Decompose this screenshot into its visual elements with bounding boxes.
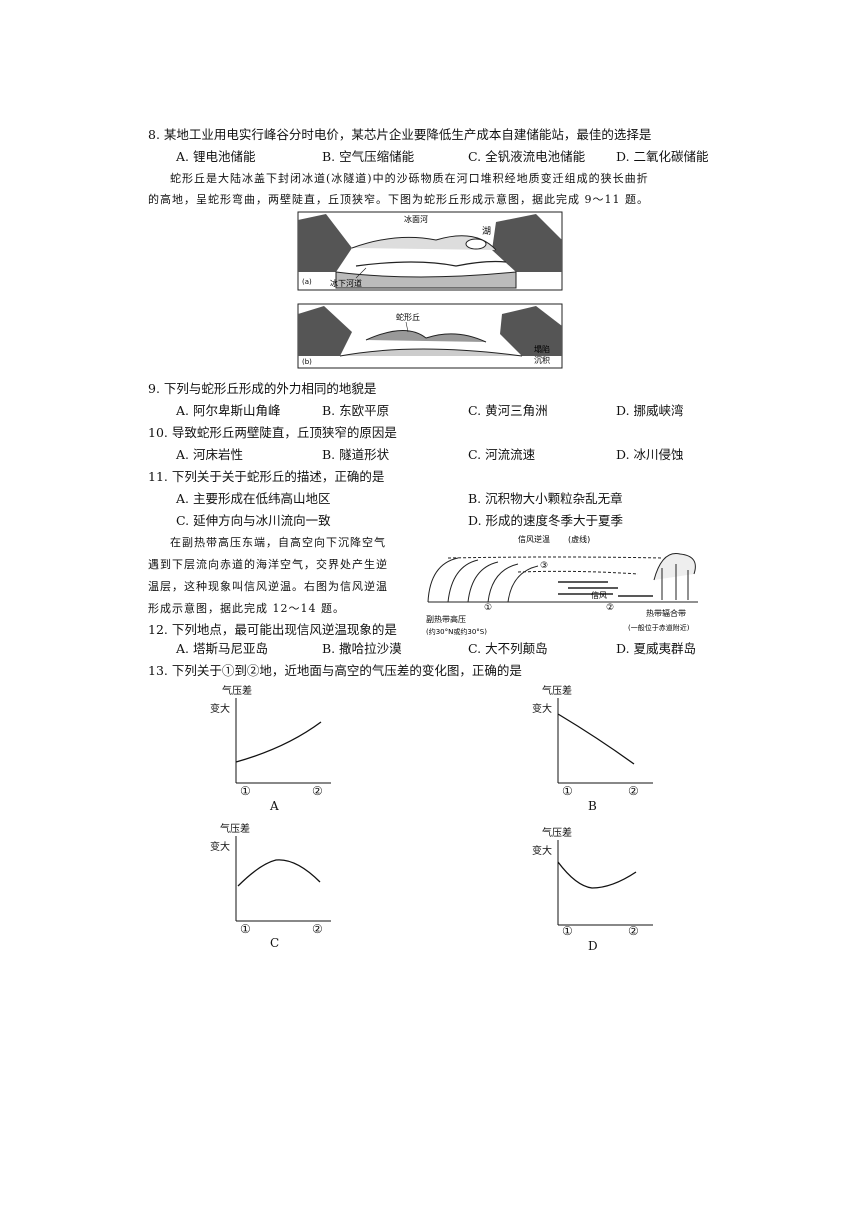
marker-1: ① xyxy=(484,603,492,613)
q12-option-b: B. 撒哈拉沙漠 xyxy=(322,641,402,656)
q11-option-a: A. 主要形成在低纬高山地区 xyxy=(176,491,331,506)
graph-b-ylabel: 气压差 xyxy=(542,686,572,697)
graph-d-x1: ① xyxy=(562,924,573,938)
label-subtropical-lat: (约30°N或约30°S) xyxy=(426,627,487,636)
graph-b-yarrow: 变大 xyxy=(532,704,552,715)
label-itcz-note: (一般位于赤道附近) xyxy=(628,623,690,632)
q8-option-b: B. 空气压缩储能 xyxy=(322,149,415,164)
label-panel-a: (a) xyxy=(302,278,312,286)
esker-panel-a: 冰面河 湖 (a) 冰下河道 xyxy=(297,211,563,291)
label-panel-b: (b) xyxy=(302,358,312,366)
q11-option-b: B. 沉积物大小颗粒杂乱无章 xyxy=(468,491,623,506)
graph-c-ylabel: 气压差 xyxy=(220,824,250,835)
q10-option-b: B. 隧道形状 xyxy=(322,447,390,462)
q12-option-c: C. 大不列颠岛 xyxy=(468,641,548,656)
marker-2: ② xyxy=(606,603,614,613)
graph-a-label: A xyxy=(270,799,279,813)
graph-d-yarrow: 变大 xyxy=(532,846,552,857)
graph-a-yarrow: 变大 xyxy=(210,704,230,715)
q12-stem: 12. 下列地点，最可能出现信风逆温现象的是 xyxy=(148,622,397,637)
q9-option-a: A. 阿尔卑斯山角峰 xyxy=(176,403,281,418)
trade-wind-inversion-diagram: 信风逆温 (虚线) 信风 ③ ① ② 副热带高压 (约30°N或约30°S) 热… xyxy=(426,534,698,636)
label-collapse-2: 沉积 xyxy=(534,355,550,365)
q13-stem: 13. 下列关于①到②地，近地面与高空的气压差的变化图，正确的是 xyxy=(148,663,522,678)
q11-option-d: D. 形成的速度冬季大于夏季 xyxy=(468,513,624,528)
label-collapse-1: 塌陷 xyxy=(534,344,550,354)
marker-3: ③ xyxy=(540,561,548,571)
graph-b-x1: ① xyxy=(562,784,573,798)
label-ice-river: 冰面河 xyxy=(404,214,428,224)
q8-option-d: D. 二氧化碳储能 xyxy=(616,149,709,164)
q8-option-a: A. 锂电池储能 xyxy=(176,149,256,164)
graph-a-plot xyxy=(235,698,331,784)
passage2-line4: 形成示意图，据此完成 12～14 题。 xyxy=(148,602,345,615)
graph-c: 气压差 变大 ① ② C xyxy=(206,818,336,953)
label-esker: 蛇形丘 xyxy=(396,312,420,322)
q9-option-b: B. 东欧平原 xyxy=(322,403,390,418)
q10-option-c: C. 河流流速 xyxy=(468,447,536,462)
esker-panel-b: 蛇形丘 (b) 塌陷 沉积 xyxy=(297,303,563,369)
q9-stem: 9. 下列与蛇形丘形成的外力相同的地貌是 xyxy=(148,381,377,396)
label-dashed: (虚线) xyxy=(568,534,590,544)
graph-d-ylabel: 气压差 xyxy=(542,828,572,839)
q8-stem: 8. 某地工业用电实行峰谷分时电价，某芯片企业要降低生产成本自建储能站，最佳的选… xyxy=(148,127,652,142)
graph-a: 气压差 变大 ① ② A xyxy=(206,680,336,815)
passage2-line2: 遇到下层流向赤道的海洋空气，交界处产生逆 xyxy=(148,558,388,571)
passage2-line3: 温层，这种现象叫信风逆温。右图为信风逆温 xyxy=(148,580,388,593)
graph-b-x2: ② xyxy=(628,784,639,798)
graph-b: 气压差 变大 ① ② B xyxy=(528,680,658,815)
graph-d-plot xyxy=(557,840,653,926)
graph-c-x2: ② xyxy=(312,922,323,936)
label-trade-wind: 信风 xyxy=(591,590,607,600)
q8-option-c: C. 全钒液流电池储能 xyxy=(468,149,586,164)
label-lake: 湖 xyxy=(482,226,491,237)
graph-d-x2: ② xyxy=(628,924,639,938)
q9-option-c: C. 黄河三角洲 xyxy=(468,403,548,418)
graph-b-plot xyxy=(557,698,653,784)
label-subglacial-channel: 冰下河道 xyxy=(330,278,362,288)
q12-option-d: D. 夏威夷群岛 xyxy=(616,641,697,656)
passage2-line1: 在副热带高压东端，自高空向下沉降空气 xyxy=(170,536,386,549)
graph-c-yarrow: 变大 xyxy=(210,842,230,853)
passage1-line1: 蛇形丘是大陆冰盖下封闭冰道(冰隧道)中的沙砾物质在河口堆积经地质变迁组成的狭长曲… xyxy=(170,172,649,185)
graph-b-label: B xyxy=(588,799,597,813)
passage1-line2: 的高地，呈蛇形弯曲，两壁陡直，丘顶狭窄。下图为蛇形丘形成示意图，据此完成 9～1… xyxy=(148,193,649,206)
q12-option-a: A. 塔斯马尼亚岛 xyxy=(176,641,268,656)
q10-option-a: A. 河床岩性 xyxy=(176,447,243,462)
graph-a-ylabel: 气压差 xyxy=(222,686,252,697)
graph-a-x2: ② xyxy=(312,784,323,798)
q9-option-d: D. 挪威峡湾 xyxy=(616,403,684,418)
label-itcz: 热带辐合带 xyxy=(646,608,686,618)
graph-d-label: D xyxy=(588,939,598,953)
label-inversion: 信风逆温 xyxy=(518,534,550,544)
graph-a-x1: ① xyxy=(240,784,251,798)
q11-stem: 11. 下列关于关于蛇形丘的描述，正确的是 xyxy=(148,469,385,484)
q11-option-c: C. 延伸方向与冰川流向一致 xyxy=(176,513,331,528)
esker-diagram: 冰面河 湖 (a) 冰下河道 蛇形丘 (b) 塌陷 沉积 xyxy=(297,211,563,369)
graph-d: 气压差 变大 ① ② D xyxy=(528,818,658,953)
graph-c-label: C xyxy=(270,936,280,950)
q10-stem: 10. 导致蛇形丘两壁陡直，丘顶狭窄的原因是 xyxy=(148,425,397,440)
graph-c-x1: ① xyxy=(240,922,251,936)
label-subtropical-high: 副热带高压 xyxy=(426,614,466,624)
q10-option-d: D. 冰川侵蚀 xyxy=(616,447,684,462)
graph-c-plot xyxy=(235,836,331,922)
